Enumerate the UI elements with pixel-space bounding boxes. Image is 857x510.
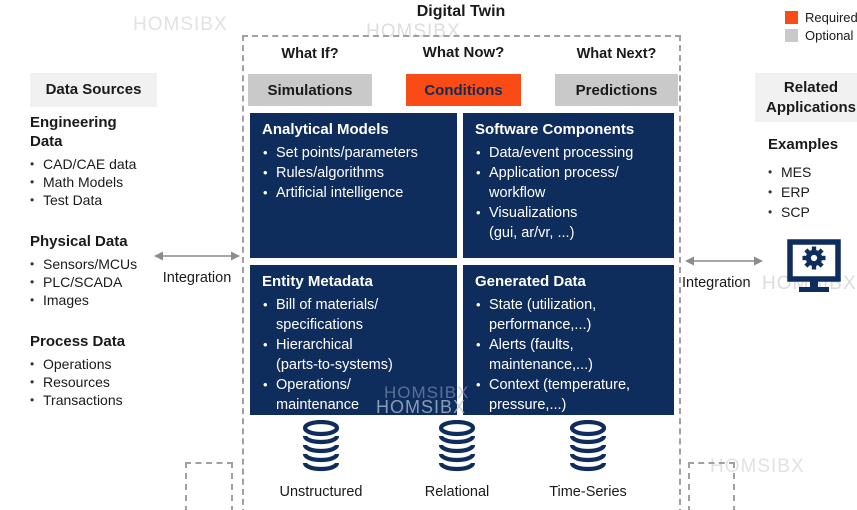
watermark: HOMSIBX: [133, 14, 228, 35]
list-item: Resources: [30, 373, 198, 391]
physical-data-list: Sensors/MCUs PLC/SCADA Images: [30, 255, 198, 309]
watermark: HOMSIBX: [376, 397, 467, 417]
list-item: Alerts (faults, maintenance,...): [475, 335, 662, 375]
question-what-next: What Next?: [576, 46, 657, 62]
legend-required-label: Required: [805, 9, 857, 25]
list-item: Hierarchical (parts-to-systems): [262, 335, 445, 375]
bottom-right-dashed-connector: [688, 462, 735, 510]
box-title: Entity Metadata: [262, 273, 373, 290]
list-item: Operations: [30, 355, 198, 373]
analytical-models-box: Analytical Models Set points/parameters …: [250, 113, 457, 258]
section-title: Physical Data: [30, 233, 128, 250]
related-applications-header-label: Related Applications: [765, 78, 856, 116]
digital-twin-boundary: [242, 35, 681, 510]
list-item: MES: [768, 162, 838, 182]
list-item: PLC/SCADA: [30, 273, 198, 291]
conditions-label: Conditions: [424, 81, 503, 99]
storage-label: Unstructured: [279, 484, 363, 500]
integration-left: Integration: [151, 249, 243, 286]
application-monitor-icon: [786, 239, 842, 298]
double-arrow-icon: [685, 256, 763, 266]
database-icon: [438, 419, 476, 472]
simulations-label: Simulations: [267, 81, 353, 99]
integration-right-label: Integration: [682, 275, 751, 291]
data-sources-panel: Engineering Data CAD/CAE data Math Model…: [30, 113, 198, 432]
box-title: Analytical Models: [262, 121, 389, 138]
engineering-data-section: Engineering Data CAD/CAE data Math Model…: [30, 113, 198, 209]
entity-metadata-list: Bill of materials/ specifications Hierar…: [262, 295, 445, 415]
time-series-storage: Time-Series: [528, 419, 648, 500]
storage-label: Relational: [424, 484, 490, 500]
related-applications-panel: Examples MES ERP SCP: [768, 136, 838, 222]
list-item: Artificial intelligence: [262, 183, 445, 203]
generated-data-box: Generated Data State (utilization, perfo…: [463, 265, 674, 415]
physical-data-section: Physical Data Sensors/MCUs PLC/SCADA Ima…: [30, 232, 198, 309]
integration-left-label: Integration: [162, 270, 232, 286]
list-item: Set points/parameters: [262, 143, 445, 163]
unstructured-storage: Unstructured: [261, 419, 381, 500]
list-item: Application process/ workflow: [475, 163, 662, 203]
process-data-section: Process Data Operations Resources Transa…: [30, 332, 198, 409]
diagram-title: Digital Twin: [416, 3, 506, 20]
engineering-data-list: CAD/CAE data Math Models Test Data: [30, 155, 198, 209]
watermark: HOMSIBX: [384, 383, 470, 402]
box-title: Generated Data: [475, 273, 586, 290]
list-item: Math Models: [30, 173, 198, 191]
double-arrow-icon: [154, 251, 240, 261]
database-icon: [569, 419, 607, 472]
required-color-swatch: [785, 10, 798, 24]
process-data-list: Operations Resources Transactions: [30, 355, 198, 409]
analytical-models-list: Set points/parameters Rules/algorithms A…: [262, 143, 445, 203]
list-item: SCP: [768, 202, 838, 222]
predictions-button: Predictions: [555, 74, 678, 106]
list-item: ERP: [768, 182, 838, 202]
list-item: CAD/CAE data: [30, 155, 198, 173]
list-item: Context (temperature, pressure,...): [475, 375, 662, 415]
list-item: Visualizations (gui, ar/vr, ...): [475, 203, 662, 243]
question-what-if: What If?: [281, 46, 339, 62]
related-applications-header: Related Applications: [755, 73, 857, 122]
list-item: Rules/algorithms: [262, 163, 445, 183]
legend: Required Optional: [785, 8, 857, 44]
examples-list: MES ERP SCP: [768, 162, 838, 222]
box-title: Software Components: [475, 121, 635, 138]
legend-optional: Optional: [785, 26, 857, 44]
database-icon: [302, 419, 340, 472]
legend-optional-label: Optional: [805, 27, 854, 43]
software-components-box: Software Components Data/event processin…: [463, 113, 674, 258]
list-item: Sensors/MCUs: [30, 255, 198, 273]
simulations-button: Simulations: [248, 74, 372, 106]
list-item: State (utilization, performance,...): [475, 295, 662, 335]
list-item: Bill of materials/ specifications: [262, 295, 445, 335]
section-title: Process Data: [30, 333, 126, 350]
section-title: Engineering Data: [30, 114, 117, 150]
list-item: Transactions: [30, 391, 198, 409]
software-components-list: Data/event processing Application proces…: [475, 143, 662, 243]
data-sources-header: Data Sources: [30, 73, 157, 107]
predictions-label: Predictions: [575, 81, 658, 99]
generated-data-list: State (utilization, performance,...) Ale…: [475, 295, 662, 415]
storage-label: Time-Series: [549, 484, 627, 500]
relational-storage: Relational: [397, 419, 517, 500]
data-sources-header-label: Data Sources: [45, 81, 142, 98]
optional-color-swatch: [785, 28, 798, 42]
question-what-now: What Now?: [422, 44, 505, 61]
list-item: Images: [30, 291, 198, 309]
legend-required: Required: [785, 8, 857, 26]
conditions-button: Conditions: [406, 74, 521, 106]
entity-metadata-box: Entity Metadata Bill of materials/ speci…: [250, 265, 457, 415]
examples-title: Examples: [768, 136, 839, 153]
list-item: Data/event processing: [475, 143, 662, 163]
list-item: Operations/ maintenance: [262, 375, 445, 415]
integration-right: Integration: [682, 254, 766, 291]
list-item: Test Data: [30, 191, 198, 209]
bottom-left-dashed-connector: [185, 462, 233, 510]
